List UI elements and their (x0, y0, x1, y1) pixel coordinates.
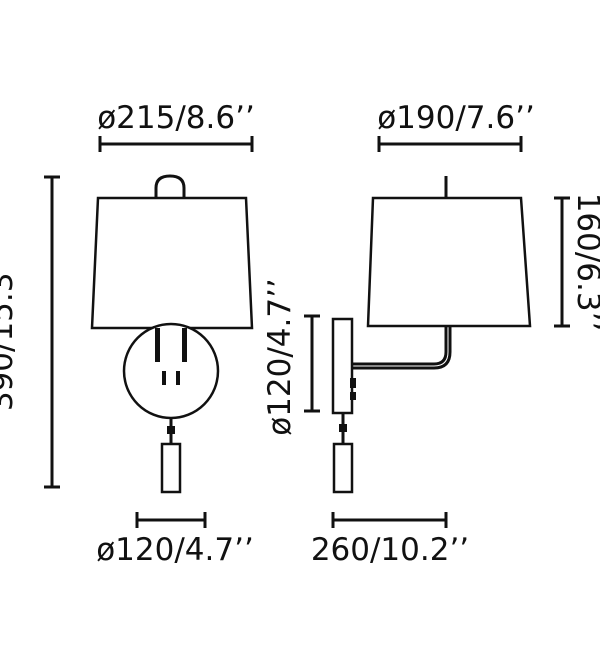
total-height-dimension-line (44, 175, 60, 489)
projection-label: 260/10.2’’ (311, 532, 469, 568)
front-shade-diameter-label: ø215/8.6’’ (97, 100, 255, 136)
side-view: ø190/7.6’’ 160/6.3’’ ø120/4.7’’ (262, 100, 600, 568)
front-switch-left (162, 371, 166, 385)
side-arm-inner (352, 326, 452, 370)
side-lamp-shade (366, 196, 532, 328)
side-switch-lower (350, 392, 356, 400)
side-shade-width-dimension-line (377, 136, 523, 152)
side-switch (350, 378, 356, 388)
front-lamp-shade (90, 196, 254, 330)
front-wall-plate (122, 322, 220, 420)
side-reading-light-head (332, 442, 354, 494)
front-arm-right (182, 328, 187, 362)
front-switch-right (176, 371, 180, 385)
front-view: ø215/8.6’’ 390/15.3’’ ø120/4.7’’ (0, 100, 255, 568)
side-arm (352, 326, 448, 366)
front-base-diameter-label: ø120/4.7’’ (96, 532, 254, 568)
shade-height-label: 160/6.3’’ (570, 193, 600, 332)
shade-height-dimension-line (554, 196, 570, 328)
front-base-width-dimension-line (135, 512, 207, 528)
front-shade-width-dimension-line (98, 136, 254, 152)
total-height-label: 390/15.3’’ (0, 253, 20, 411)
side-shade-diameter-label: ø190/7.6’’ (377, 100, 535, 136)
front-reading-light-joint (167, 426, 175, 434)
hanging-loop (154, 174, 186, 198)
front-arm-left (155, 328, 160, 362)
side-base-diameter-label: ø120/4.7’’ (262, 278, 298, 436)
side-reading-light-joint (339, 424, 347, 432)
projection-dimension-line (331, 512, 448, 528)
side-wall-plate (331, 317, 354, 415)
front-reading-light-head (160, 442, 182, 494)
side-base-height-dimension-line (304, 314, 320, 413)
